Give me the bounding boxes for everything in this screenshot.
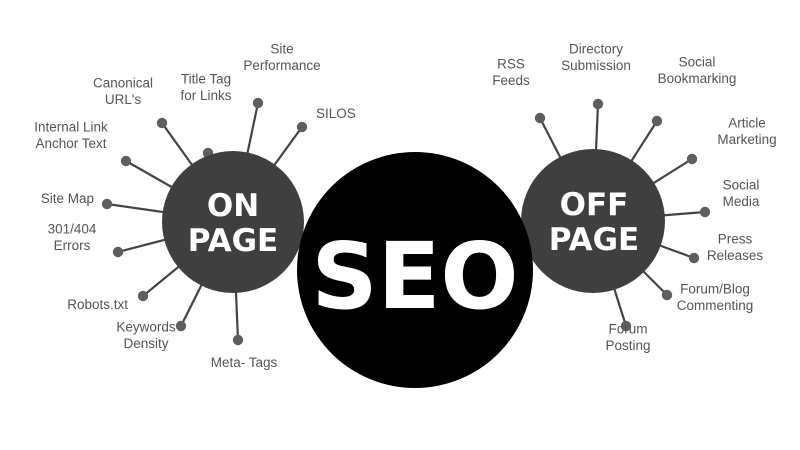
off-page-label-press-releases-line-1: Press [718, 232, 753, 247]
off-page-label-social-media-line-1: Social [723, 178, 760, 193]
off-page-dot-directory-submission [592, 98, 604, 110]
off-page-dot-forum-posting [620, 320, 632, 332]
on-page-hub [162, 151, 304, 293]
on-page-dot-site-map [101, 198, 113, 210]
on-page-label-keywords-density-line-1: Keywords [116, 320, 176, 335]
on-page-dot-silos [296, 121, 308, 133]
seo-title-line-1: SEO [311, 223, 518, 330]
off-page-label-social-bookmarking-line-1: Social [679, 55, 716, 70]
off-page-label-directory-submission-line-2: Submission [561, 58, 631, 73]
off-page-label-forum-blog-commenting-line-1: Forum/Blog [680, 282, 750, 297]
off-page-label-forum-posting-line-2: Posting [605, 338, 650, 353]
off-page-title-line-2: PAGE [549, 222, 640, 258]
on-page-title-line-2: PAGE [188, 223, 279, 259]
on-page-label-site-performance-line-2: Performance [243, 58, 320, 73]
on-page-label-title-tag-for-links-line-2: for Links [180, 88, 231, 103]
on-page-label-meta-tags: Meta- Tags [211, 355, 278, 370]
off-page-label-directory-submission-line-1: Directory [569, 42, 623, 57]
on-page-label-silos: SILOS [316, 106, 356, 121]
off-page-label-forum-blog-commenting-line-2: Commenting [677, 298, 754, 313]
on-page-label-internal-link-anchor-text-line-2: Anchor Text [35, 136, 106, 151]
on-page-dot-site-performance [252, 97, 264, 109]
on-page-label-canonical-url-s-line-1: Canonical [93, 76, 153, 91]
off-page-dot-forum-blog-commenting [661, 289, 673, 301]
off-page-label-article-marketing-line-2: Marketing [717, 132, 776, 147]
on-page-label-canonical-url-s-line-2: URL's [105, 92, 142, 107]
off-page-dot-article-marketing [686, 153, 698, 165]
hubs-layer [162, 149, 665, 388]
off-page-label-press-releases-line-2: Releases [707, 248, 764, 263]
on-page-label-title-tag-for-links-line-1: Title Tag [181, 72, 231, 87]
on-page-dot-meta-tags [232, 334, 244, 346]
on-page-dot-internal-link-anchor-text [120, 155, 132, 167]
off-page-label-forum-posting-line-1: Forum [608, 322, 647, 337]
on-page-label-site-performance-line-1: Site [270, 42, 293, 57]
off-page-label-social-bookmarking-line-2: Bookmarking [658, 71, 737, 86]
off-page-dot-social-bookmarking [651, 115, 663, 127]
on-page-title-line-1: ON [207, 188, 259, 224]
seo-center-circle [297, 152, 533, 388]
on-page-label-site-map: Site Map [41, 191, 94, 206]
on-page-label-internal-link-anchor-text-line-1: Internal Link [34, 120, 108, 135]
off-page-label-article-marketing-line-1: Article [728, 116, 766, 131]
on-page-label-keywords-density-line-2: Density [123, 336, 168, 351]
on-page-dot-canonical-url-s [156, 117, 168, 129]
on-page-label-301-404-errors-line-1: 301/404 [48, 222, 97, 237]
off-page-label-rss-feeds-line-2: Feeds [492, 73, 530, 88]
off-page-dot-press-releases [688, 252, 700, 264]
on-page-dot-robots-txt [137, 290, 149, 302]
on-page-label-301-404-errors-line-2: Errors [54, 238, 91, 253]
on-page-dot-keywords-density [175, 320, 187, 332]
off-page-hub [521, 149, 665, 293]
off-page-dot-social-media [699, 206, 711, 218]
off-page-dot-rss-feeds [534, 112, 546, 124]
off-page-label-rss-feeds-line-1: RSS [497, 57, 525, 72]
on-page-label-robots-txt: Robots.txt [67, 297, 128, 312]
off-page-title-line-1: OFF [560, 187, 629, 223]
off-page-label-social-media-line-2: Media [723, 194, 760, 209]
on-page-dot-301-404-errors [112, 246, 124, 258]
